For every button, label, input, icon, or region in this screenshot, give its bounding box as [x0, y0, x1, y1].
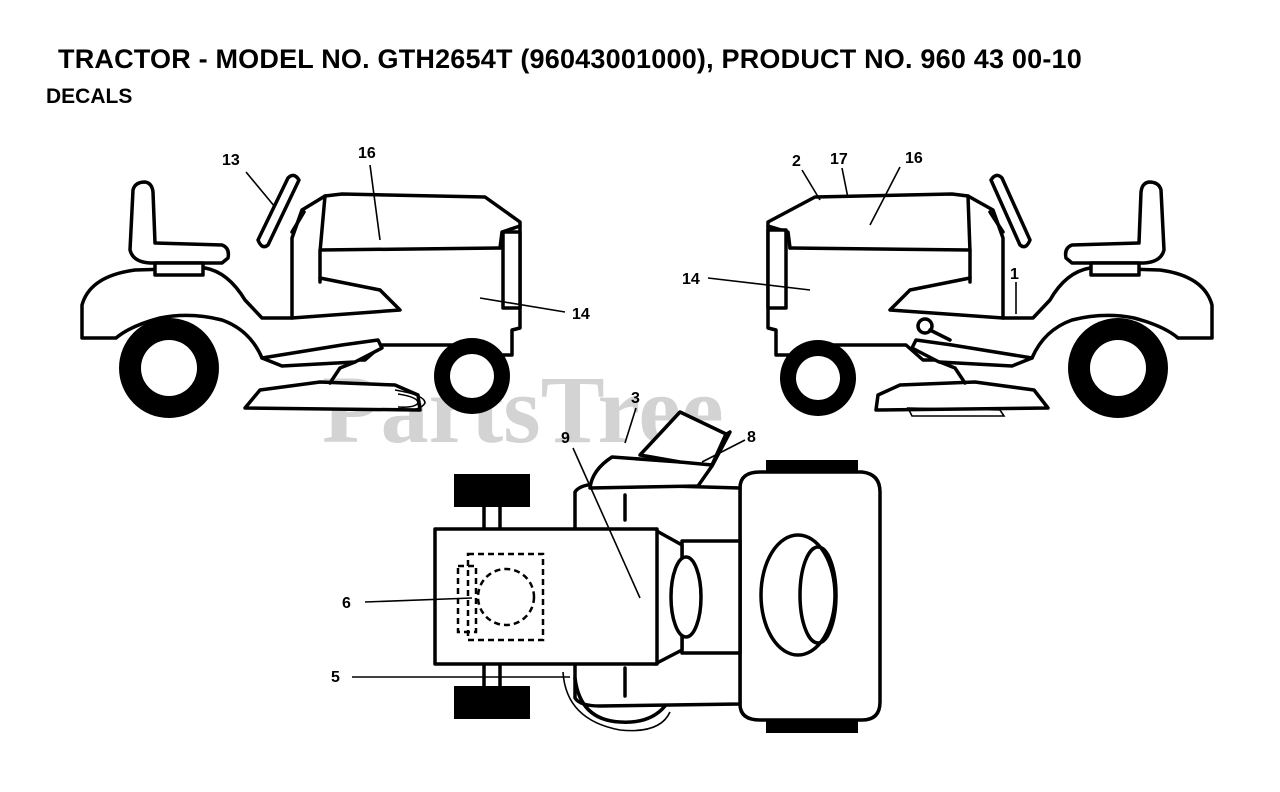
callout-top-6: 6 — [342, 595, 351, 612]
right-mower-deck — [874, 380, 1050, 412]
callout-top-9: 9 — [561, 430, 570, 447]
callout-top-5: 5 — [331, 669, 340, 686]
callout-top-8: 8 — [747, 429, 756, 446]
callout-right-1: 1 — [1010, 266, 1019, 283]
callout-right-17: 17 — [830, 151, 848, 168]
top-hood — [433, 527, 659, 666]
top-rear-wheel-lower — [766, 719, 858, 733]
callout-right-16: 16 — [905, 150, 923, 167]
page-title: TRACTOR - MODEL NO. GTH2654T (9604300100… — [58, 44, 1082, 74]
right-seat-base — [1089, 261, 1141, 277]
left-seat — [128, 180, 231, 265]
callout-left-13: 13 — [222, 152, 240, 169]
tractor-left-side-view — [80, 173, 522, 418]
tractor-right-side-view — [766, 173, 1214, 418]
callout-right-14: 14 — [682, 271, 700, 288]
left-steering-column — [290, 210, 306, 234]
left-steering-wheel — [256, 173, 301, 249]
right-seat — [1063, 180, 1166, 265]
left-mower-deck — [243, 380, 422, 412]
callout-right-2: 2 — [792, 153, 801, 170]
page-subtitle: DECALS — [46, 85, 133, 108]
left-seat-base — [153, 261, 205, 277]
tractor-top-view — [433, 410, 882, 733]
right-steering-column — [988, 210, 1005, 234]
top-front-wheel-lower — [454, 686, 530, 719]
top-front-wheel-upper — [454, 474, 530, 507]
callout-top-3: 3 — [631, 390, 640, 407]
callout-left-16: 16 — [358, 145, 376, 162]
right-steering-wheel — [989, 173, 1032, 249]
callout-left-14: 14 — [572, 306, 590, 323]
